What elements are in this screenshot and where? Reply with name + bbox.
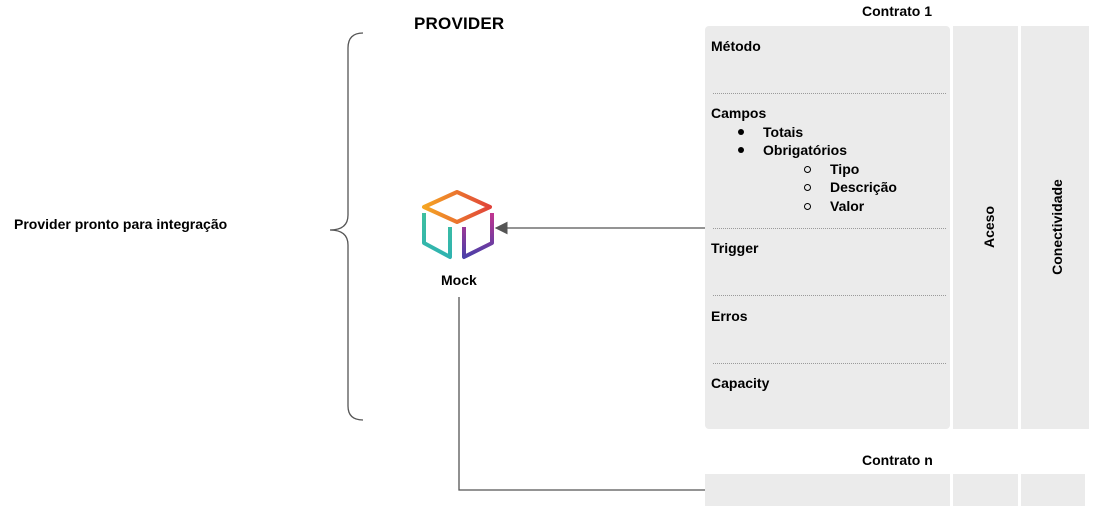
- contract-n-panel: [705, 474, 950, 506]
- list-item: Valor: [763, 197, 897, 216]
- conectividade-label: Conectividade: [1049, 179, 1065, 275]
- separator: [713, 93, 946, 94]
- separator: [713, 228, 946, 229]
- list-item: Tipo: [763, 160, 897, 179]
- subitem-descricao: Descrição: [830, 179, 897, 195]
- section-trigger: Trigger: [711, 240, 759, 256]
- campos-item-totais: Totais: [763, 123, 804, 140]
- aceso-label: Aceso: [981, 205, 997, 249]
- separator: [713, 295, 946, 296]
- provider-ready-label: Provider pronto para integração: [14, 216, 228, 232]
- curly-brace: [329, 32, 364, 421]
- contract-n-conectividade-column: [1021, 474, 1085, 506]
- contract-n-title: Contrato n: [862, 452, 933, 468]
- contract-1-panel: Método Campos Totais Obrigatórios Tipo D…: [705, 26, 950, 429]
- mock-to-contract-n-line: [458, 297, 705, 491]
- obrigatorios-sublist: Tipo Descrição Valor: [763, 160, 897, 216]
- campos-label: Campos: [711, 105, 767, 121]
- provider-title: PROVIDER: [414, 14, 505, 33]
- section-campos: Campos Totais Obrigatórios Tipo Descriçã…: [711, 104, 897, 215]
- section-metodo: Método: [711, 38, 761, 54]
- separator: [713, 363, 946, 364]
- mock-label: Mock: [441, 272, 477, 288]
- contract-1-title: Contrato 1: [862, 3, 932, 19]
- section-capacity: Capacity: [711, 375, 770, 391]
- subitem-valor: Valor: [830, 197, 865, 214]
- campos-item-obrigatorios: Obrigatórios: [763, 142, 848, 158]
- section-erros: Erros: [711, 308, 748, 324]
- aceso-column: Aceso: [953, 26, 1018, 429]
- list-item: Obrigatórios Tipo Descrição Valor: [711, 141, 897, 215]
- subitem-tipo: Tipo: [830, 160, 860, 177]
- contract-n-aceso-column: [953, 474, 1018, 506]
- list-item: Descrição: [763, 178, 897, 197]
- campos-list: Totais Obrigatórios Tipo Descrição Valor: [711, 123, 897, 216]
- conectividade-column: Conectividade: [1021, 26, 1089, 429]
- list-item: Totais: [711, 123, 897, 142]
- cube-icon: [422, 190, 494, 259]
